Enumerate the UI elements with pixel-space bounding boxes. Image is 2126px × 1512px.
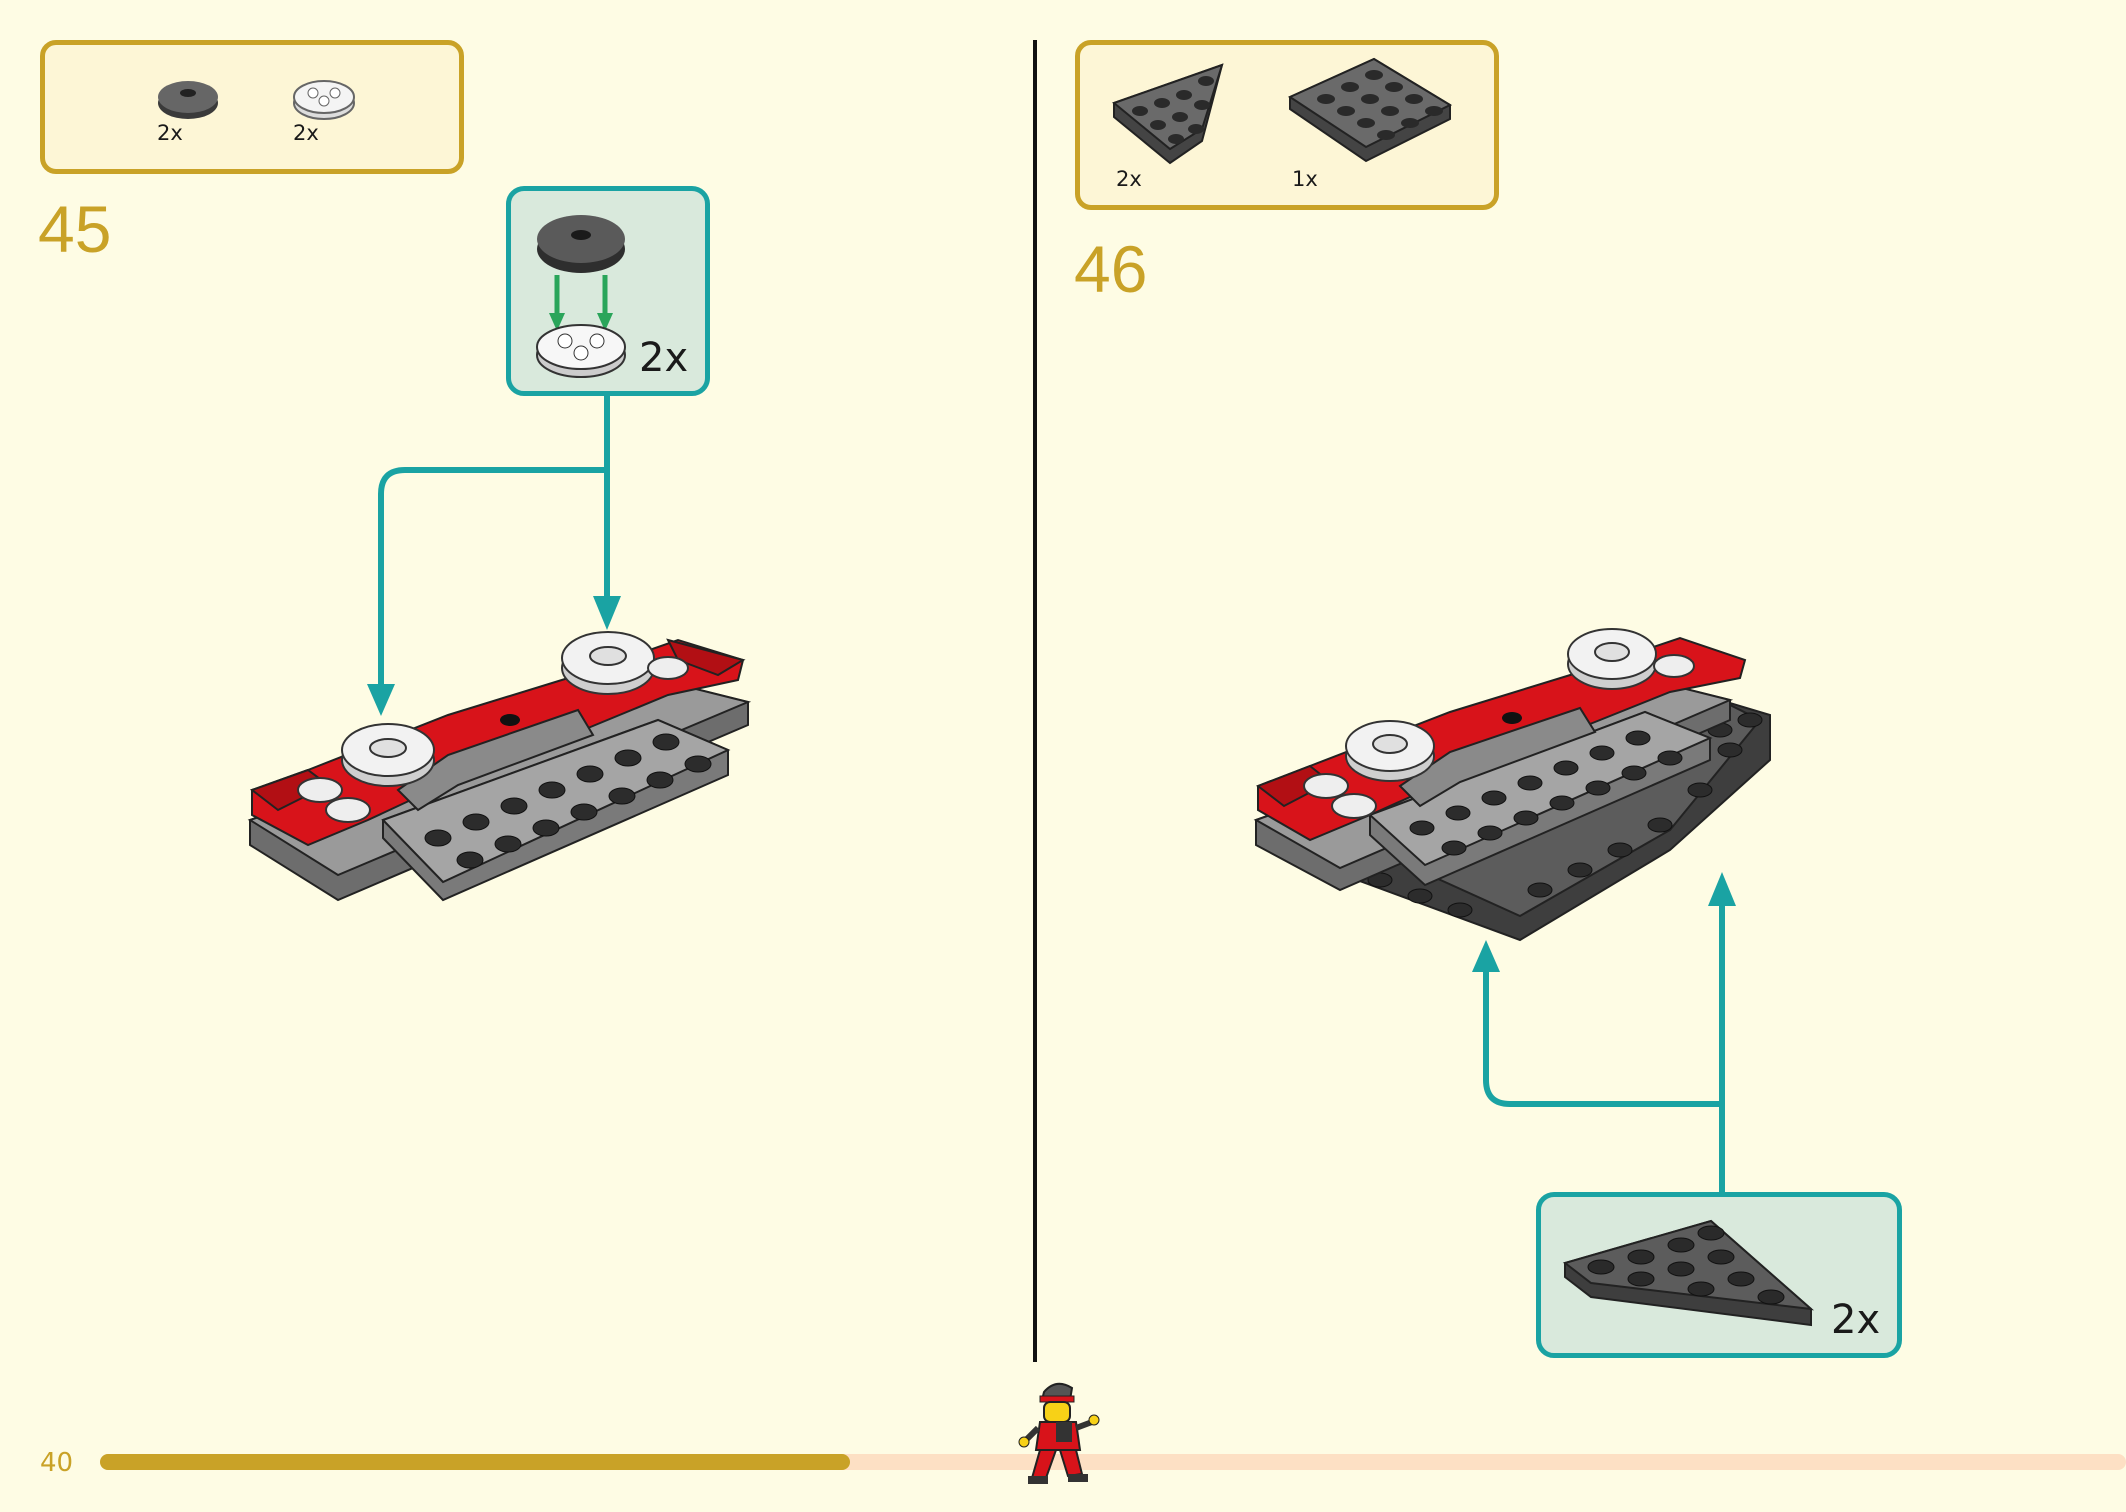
- parts-list-step-46: 2x 1x: [1075, 40, 1499, 210]
- round-plate-transparent-icon: [293, 80, 355, 120]
- callout-qty: 2x: [639, 335, 689, 381]
- subassembly-icon: [536, 215, 626, 378]
- wedge-plate-dark-gray-icon: [1111, 63, 1224, 165]
- page-number: 40: [40, 1448, 74, 1478]
- step-number-45: 45: [38, 192, 112, 266]
- callout-step-45: 2x: [506, 186, 710, 396]
- square-plate-dark-gray-icon: [1287, 57, 1453, 163]
- progress-fill: [100, 1454, 850, 1470]
- parts-list-step-45: 2x 2x: [40, 40, 464, 174]
- part-qty: 2x: [1116, 167, 1142, 191]
- part-qty: 2x: [293, 121, 319, 145]
- callout-qty: 2x: [1831, 1297, 1881, 1343]
- wedge-plate-subassembly-icon: [1562, 1219, 1815, 1327]
- page-divider: [1033, 40, 1037, 1362]
- round-tile-dark-gray-icon: [158, 81, 218, 119]
- step-number-46: 46: [1074, 232, 1148, 306]
- part-qty: 2x: [157, 121, 183, 145]
- model-step-45: [247, 631, 752, 902]
- minifigure-runner-icon: [1018, 1382, 1100, 1484]
- part-qty: 1x: [1292, 167, 1318, 191]
- callout-step-46: 2x: [1536, 1192, 1902, 1358]
- model-step-46: [1253, 628, 1771, 942]
